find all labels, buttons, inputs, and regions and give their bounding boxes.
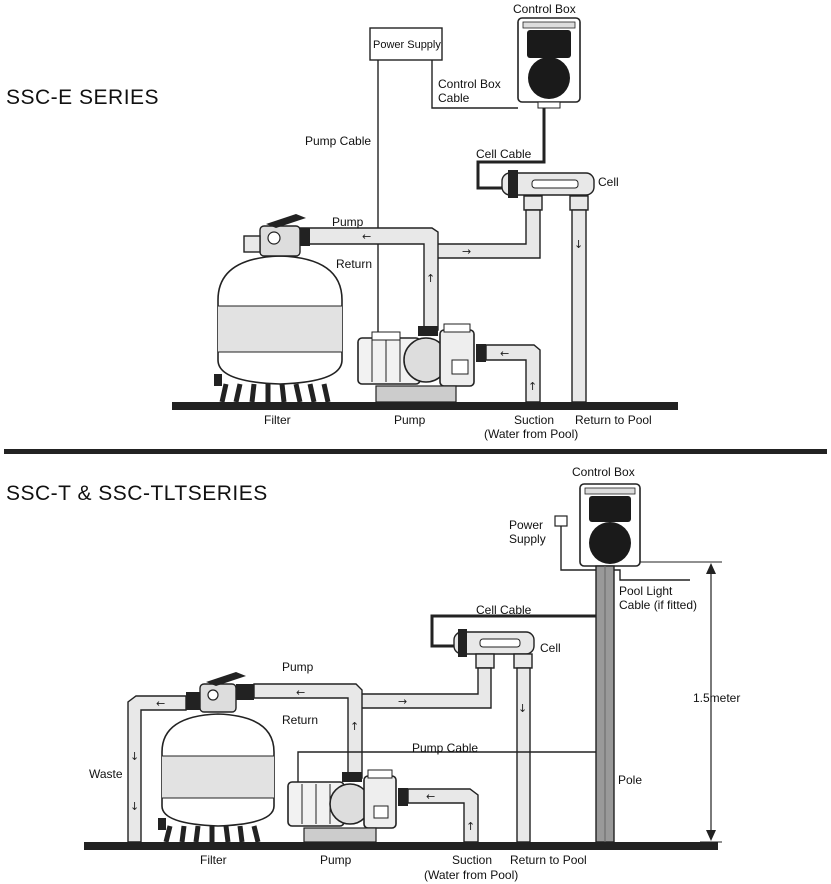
top-return-to-pool-pipe bbox=[571, 209, 587, 403]
top-return-to-pool-label: Return to Pool bbox=[575, 413, 652, 427]
top-pump-line-label: Pump bbox=[332, 215, 364, 229]
bottom-pump-cable bbox=[297, 751, 596, 782]
bottom-filter bbox=[158, 672, 275, 843]
bottom-arrow-down-return: ↓ bbox=[518, 702, 527, 715]
top-filter bbox=[214, 214, 343, 403]
bottom-diagram: SSC-T & SSC-TLTSERIES Control Box Pole P… bbox=[6, 465, 740, 882]
top-control-box bbox=[517, 17, 581, 109]
bottom-pump-cable-label: Pump Cable bbox=[412, 741, 478, 755]
top-pump-label: Pump bbox=[394, 413, 426, 427]
top-power-supply-box bbox=[369, 27, 443, 61]
bottom-cell-label: Cell bbox=[540, 641, 561, 655]
bottom-return-line-pipe bbox=[354, 667, 492, 709]
bottom-power-supply-icon bbox=[554, 515, 568, 527]
bottom-height-dimension bbox=[640, 561, 722, 843]
bottom-arrow-left-waste: ← bbox=[156, 697, 165, 710]
bottom-power-supply-cable bbox=[560, 526, 596, 571]
top-arrow-up-suction: ↑ bbox=[528, 380, 537, 393]
top-cell-label: Cell bbox=[598, 175, 619, 189]
bottom-arrow-left-suction: ← bbox=[426, 790, 435, 803]
bottom-ground bbox=[84, 842, 718, 850]
top-suction-label-1: Suction bbox=[514, 413, 554, 427]
top-cell-cable bbox=[476, 108, 546, 190]
bottom-arrow-up-pump: ↑ bbox=[350, 720, 359, 733]
bottom-suction-label-1: Suction bbox=[452, 853, 492, 867]
bottom-arrow-down-waste-2: ↓ bbox=[130, 800, 139, 813]
bottom-return-to-pool-pipe bbox=[516, 667, 531, 843]
top-arrow-right-return: → bbox=[462, 245, 471, 258]
bottom-pool-light-label-2: Cable (if fitted) bbox=[619, 598, 697, 612]
top-ground bbox=[172, 402, 678, 410]
bottom-pole-label: Pole bbox=[618, 773, 642, 787]
top-arrow-down-return: ↓ bbox=[574, 238, 583, 251]
top-pump-cable-label: Pump Cable bbox=[305, 134, 371, 148]
top-diagram: SSC-E SERIES Control Box Power Supply Co… bbox=[6, 2, 678, 441]
bottom-cell bbox=[453, 629, 535, 669]
bottom-suction-label-2: (Water from Pool) bbox=[424, 868, 518, 882]
bottom-waste-pipe bbox=[127, 695, 187, 843]
bottom-height-label: 1.5meter bbox=[693, 691, 740, 705]
bottom-waste-label: Waste bbox=[89, 767, 123, 781]
top-control-box-cable bbox=[431, 60, 518, 109]
bottom-suction-pipe bbox=[407, 788, 479, 843]
bottom-arrow-up-suction: ↑ bbox=[466, 820, 475, 833]
top-control-box-label: Control Box bbox=[513, 2, 576, 16]
bottom-pool-light-label-1: Pool Light bbox=[619, 584, 673, 598]
top-power-supply-label: Power Supply bbox=[373, 39, 441, 51]
top-cell bbox=[501, 170, 595, 211]
top-title: SSC-E SERIES bbox=[6, 86, 159, 109]
top-arrow-left-suction: ← bbox=[500, 347, 509, 360]
top-pump bbox=[357, 323, 486, 403]
bottom-arrow-left-pump: ← bbox=[296, 686, 305, 699]
bottom-control-box-label: Control Box bbox=[572, 465, 635, 479]
bottom-arrow-right-return: → bbox=[398, 695, 407, 708]
top-control-box-cable-label-2: Cable bbox=[438, 91, 470, 105]
bottom-title: SSC-T & SSC-TLTSERIES bbox=[6, 482, 268, 505]
top-cell-cable-label: Cell Cable bbox=[476, 147, 532, 161]
top-return-line-pipe bbox=[429, 209, 541, 259]
top-control-box-cable-label-1: Control Box bbox=[438, 77, 501, 91]
bottom-return-to-pool-label: Return to Pool bbox=[510, 853, 587, 867]
bottom-return-line-label: Return bbox=[282, 713, 318, 727]
section-divider bbox=[4, 449, 827, 454]
bottom-power-supply-label-2: Supply bbox=[509, 532, 546, 546]
bottom-pool-light-cable bbox=[614, 569, 690, 581]
bottom-pump bbox=[287, 769, 408, 843]
top-suction-pipe bbox=[485, 344, 541, 403]
bottom-pump-line-label: Pump bbox=[282, 660, 314, 674]
bottom-filter-label: Filter bbox=[200, 853, 227, 867]
top-suction-label-2: (Water from Pool) bbox=[484, 427, 578, 441]
bottom-cell-cable bbox=[430, 614, 596, 648]
top-arrow-left-pump: ← bbox=[362, 230, 371, 243]
top-return-line-label: Return bbox=[336, 257, 372, 271]
bottom-power-supply-label-1: Power bbox=[509, 518, 543, 532]
bottom-arrow-down-waste-1: ↓ bbox=[130, 750, 139, 763]
bottom-control-box bbox=[579, 483, 641, 567]
bottom-pump-label: Pump bbox=[320, 853, 352, 867]
top-arrow-up-pump: ↑ bbox=[426, 272, 435, 285]
top-filter-label: Filter bbox=[264, 413, 291, 427]
bottom-cell-cable-label: Cell Cable bbox=[476, 603, 532, 617]
